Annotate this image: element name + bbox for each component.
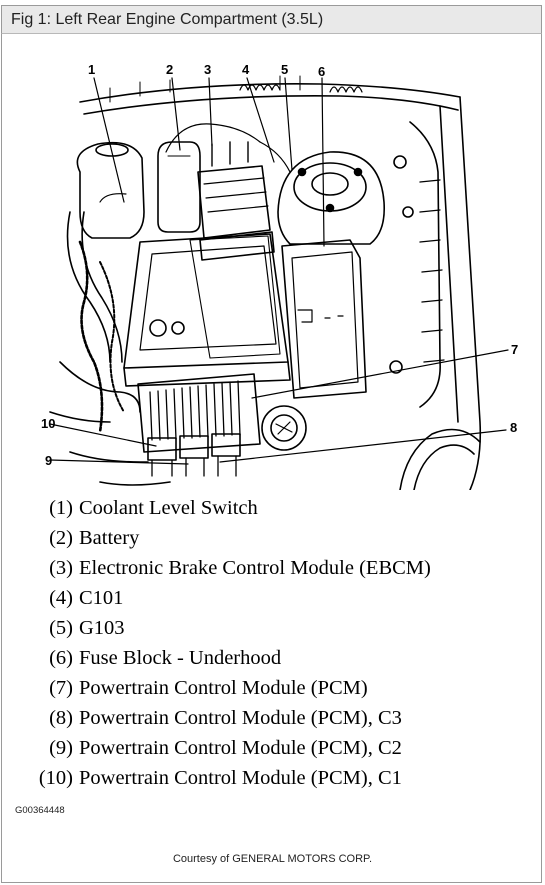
callout-2: 2 xyxy=(166,62,174,77)
callout-3: 3 xyxy=(204,62,212,77)
legend-label: Powertrain Control Module (PCM), C3 xyxy=(79,707,402,729)
figure-frame xyxy=(1,5,542,883)
legend-label: Powertrain Control Module (PCM) xyxy=(79,677,368,699)
callout-7: 7 xyxy=(511,342,519,357)
legend-label: Powertrain Control Module (PCM), C1 xyxy=(79,767,402,789)
legend-label: Powertrain Control Module (PCM), C2 xyxy=(79,737,402,759)
callout-9: 9 xyxy=(45,453,53,468)
legend-label: Fuse Block - Underhood xyxy=(79,647,282,669)
callout-5: 5 xyxy=(281,62,289,77)
courtesy-credit: Courtesy of GENERAL MOTORS CORP. xyxy=(172,853,373,865)
callout-6: 6 xyxy=(318,64,326,79)
legend-number: (2) xyxy=(49,527,73,549)
legend-number: (9) xyxy=(49,737,73,759)
legend-label: Coolant Level Switch xyxy=(79,497,258,519)
legend-label: C101 xyxy=(79,587,124,609)
legend-label: Electronic Brake Control Module (EBCM) xyxy=(79,557,431,579)
figure-id: G00364448 xyxy=(15,805,65,816)
callout-4: 4 xyxy=(242,62,250,77)
figure-caption: Fig 1: Left Rear Engine Compartment (3.5… xyxy=(1,5,542,34)
legend-number: (5) xyxy=(49,617,73,639)
legend-label: G103 xyxy=(79,617,125,639)
legend-number: (1) xyxy=(49,497,73,519)
legend-number: (8) xyxy=(49,707,73,729)
legend-number: (3) xyxy=(49,557,73,579)
legend-number: (7) xyxy=(49,677,73,699)
callout-1: 1 xyxy=(88,62,96,77)
legend-number: (10) xyxy=(38,767,73,789)
callout-8: 8 xyxy=(510,420,518,435)
legend-number: (6) xyxy=(49,647,73,669)
engine-compartment-illustration xyxy=(49,75,509,490)
callout-10: 10 xyxy=(41,416,56,431)
legend-label: Battery xyxy=(79,527,140,549)
legend-number: (4) xyxy=(49,587,73,609)
